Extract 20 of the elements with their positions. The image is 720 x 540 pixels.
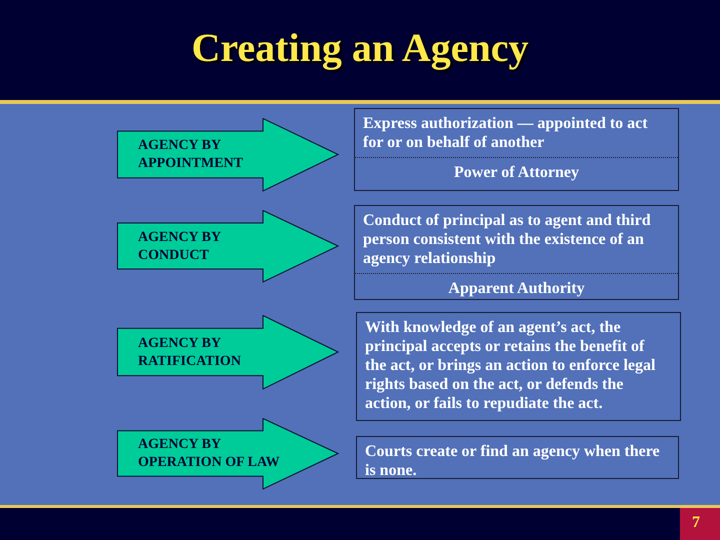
arrow-banner bbox=[117, 118, 339, 192]
arrow-banner bbox=[117, 418, 339, 490]
description-text: Express authorization — appointed to act for or on behalf of another bbox=[362, 114, 649, 153]
arrow-label: AGENCY BY RATIFICATION bbox=[138, 334, 242, 370]
description-text: With knowledge of an agent’s act, the principal accepts or retains the benefit of the act, or brings an action to enforce legal rights based on the act, or defends the action, or fails to repudiate the act. bbox=[364, 318, 656, 414]
term-text: Power of Attorney bbox=[355, 157, 678, 187]
arrow-label: AGENCY BY OPERATION OF LAW bbox=[138, 436, 280, 472]
arrow-label: AGENCY BY APPOINTMENT bbox=[138, 137, 244, 173]
description-text: Conduct of principal as to agent and third person consistent with the existence of an agency relationship bbox=[362, 211, 652, 269]
arrow-banner bbox=[117, 315, 339, 390]
term-text: Apparent Authority bbox=[355, 273, 678, 303]
page-number: 7 bbox=[692, 514, 700, 532]
description-box bbox=[354, 205, 679, 300]
description-box bbox=[356, 436, 679, 479]
arrow-banner bbox=[117, 210, 339, 283]
slide-title: Creating an Agency bbox=[190, 24, 530, 71]
description-text: Courts create or find an agency when there is none. bbox=[364, 442, 661, 481]
description-box bbox=[356, 312, 681, 421]
description-box bbox=[354, 108, 679, 191]
arrow-label: AGENCY BY CONDUCT bbox=[138, 228, 222, 264]
